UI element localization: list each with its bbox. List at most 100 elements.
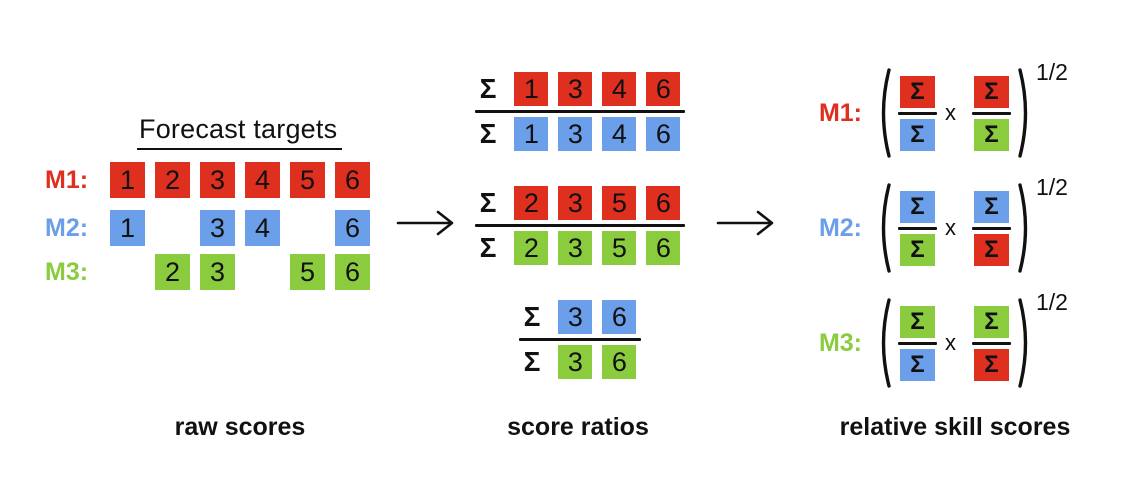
sigma-cell: Σ [974, 75, 1009, 108]
model-label-m1: M1: [45, 165, 89, 194]
sigma-cell: Σ [900, 233, 935, 266]
sigma-cell: Σ [974, 348, 1009, 381]
sigma-cell: Σ [974, 118, 1009, 151]
numerator-row: Σ 1 3 4 6 [480, 72, 681, 106]
raw-row-m2: M2: 1 3 4 6 [45, 210, 370, 246]
exponent: 1/2 [1036, 289, 1068, 315]
sigma-symbol: Σ [479, 232, 497, 263]
sigma-cell: Σ [900, 190, 935, 223]
fraction-bar [474, 224, 686, 227]
fraction-bar [972, 111, 1011, 115]
arrow-right-icon [396, 210, 454, 236]
skill-row-m1: M1: Σ Σ x Σ Σ 1/2 [806, 59, 1068, 159]
fraction-bar [898, 226, 937, 230]
sigma-symbol: Σ [479, 118, 497, 149]
sigma-symbol: Σ [479, 187, 497, 218]
close-paren [1018, 68, 1028, 158]
score-cell: 6 [335, 162, 370, 198]
score-cell: 6 [646, 72, 681, 106]
score-cell: 3 [558, 300, 593, 334]
score-cell: 3 [558, 345, 593, 379]
arrow-right-icon [716, 210, 774, 236]
ratio-fraction-m1-m3: Σ 2 3 5 6 Σ 2 3 5 6 [474, 186, 686, 265]
forecast-targets-title: Forecast targets [137, 114, 343, 150]
score-cell: 1 [110, 162, 145, 198]
caption-score-ratios: score ratios [507, 413, 649, 441]
sigma-symbol: Σ [523, 346, 541, 377]
open-paren [881, 298, 891, 388]
sigma-symbol: Σ [479, 73, 497, 104]
score-cell: 6 [602, 345, 637, 379]
caption-raw-scores: raw scores [174, 413, 306, 441]
score-cell: 1 [110, 210, 145, 246]
sigma-fraction: Σ Σ [898, 305, 937, 381]
score-cell: 3 [200, 162, 235, 198]
raw-cells-m2: 1 3 4 6 [110, 210, 370, 246]
score-cell: 4 [245, 210, 280, 246]
exponent: 1/2 [1036, 174, 1068, 200]
model-label-m2: M2: [45, 213, 89, 242]
sigma-cell: Σ [974, 190, 1009, 223]
model-label-m3: M3: [818, 328, 862, 357]
score-cell: 2 [514, 231, 549, 265]
score-cell: 5 [602, 231, 637, 265]
sigma-fraction: Σ Σ [972, 305, 1011, 381]
ratio-fraction-m1-m2: Σ 1 3 4 6 Σ 1 3 4 6 [474, 72, 686, 151]
fraction-bar [474, 110, 686, 113]
sigma-symbol: Σ [523, 301, 541, 332]
score-cell: 4 [602, 117, 637, 151]
fraction-bar [898, 341, 937, 345]
denominator-row: Σ 1 3 4 6 [480, 117, 681, 151]
score-ratios-panel: Σ 1 3 4 6 Σ 1 3 4 6 Σ 2 3 5 6 [440, 72, 720, 414]
denominator-row: Σ 3 6 [524, 345, 637, 379]
ratio-fraction-m2-m3: Σ 3 6 Σ 3 6 [518, 300, 642, 379]
close-paren [1018, 298, 1028, 388]
sigma-fraction: Σ Σ [898, 190, 937, 266]
model-label-m2: M2: [818, 213, 862, 242]
score-cell: 4 [245, 162, 280, 198]
sigma-cell: Σ [900, 305, 935, 338]
score-cell: 3 [558, 186, 593, 220]
open-paren [881, 183, 891, 273]
multiply-symbol: x [945, 330, 956, 355]
close-paren [1018, 183, 1028, 273]
score-cell: 4 [602, 72, 637, 106]
sigma-cell: Σ [974, 305, 1009, 338]
raw-row-m1: M1: 1 2 3 4 5 6 [45, 162, 370, 198]
score-cell: 3 [558, 72, 593, 106]
score-cell: 3 [558, 231, 593, 265]
multiply-symbol: x [945, 215, 956, 240]
score-cell: 6 [335, 210, 370, 246]
score-cell: 6 [646, 117, 681, 151]
fraction-bar [898, 111, 937, 115]
fraction-bar [972, 341, 1011, 345]
skill-row-m3: M3: Σ Σ x Σ Σ 1/2 [806, 289, 1068, 389]
open-paren [881, 68, 891, 158]
score-cell: 6 [602, 300, 637, 334]
fraction-bar [972, 226, 1011, 230]
caption-relative-skill-scores: relative skill scores [839, 413, 1071, 441]
score-cell: 1 [514, 117, 549, 151]
raw-row-m3: M3: 2 3 5 6 [45, 254, 370, 290]
model-label-m3: M3: [45, 257, 89, 286]
score-cell: 2 [514, 186, 549, 220]
skill-row-m2: M2: Σ Σ x Σ Σ 1/2 [806, 174, 1068, 274]
numerator-row: Σ 3 6 [524, 300, 637, 334]
score-cell: 2 [155, 254, 190, 290]
score-cell: 5 [290, 162, 325, 198]
score-cell: 3 [200, 210, 235, 246]
denominator-row: Σ 2 3 5 6 [480, 231, 681, 265]
exponent: 1/2 [1036, 59, 1068, 85]
score-cell: 2 [155, 162, 190, 198]
sigma-cell: Σ [900, 348, 935, 381]
sigma-fraction: Σ Σ [972, 190, 1011, 266]
score-cell: 5 [290, 254, 325, 290]
sigma-cell: Σ [900, 75, 935, 108]
numerator-row: Σ 2 3 5 6 [480, 186, 681, 220]
score-cell: 1 [514, 72, 549, 106]
score-cell: 5 [602, 186, 637, 220]
score-cell: 3 [200, 254, 235, 290]
sigma-fraction: Σ Σ [972, 75, 1011, 151]
score-cell: 6 [646, 186, 681, 220]
